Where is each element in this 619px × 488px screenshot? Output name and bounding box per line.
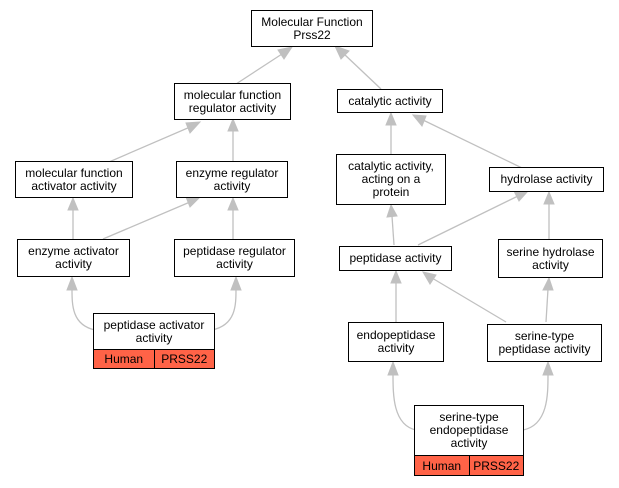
edge-catalytic-to-root: [343, 53, 382, 90]
edge-arrowhead: [230, 275, 242, 291]
go-term-enzyme-activator-node[interactable]: enzyme activator activity: [17, 239, 130, 277]
go-term-mf-activator-node[interactable]: molecular function activator activity: [15, 161, 133, 198]
edge-arrowhead: [334, 45, 350, 60]
species-label: Human: [104, 352, 144, 366]
edge-arrowhead: [421, 271, 437, 285]
edge-arrowhead: [542, 360, 554, 376]
go-term-serine-peptidase-node[interactable]: serine-type peptidase activity: [487, 324, 602, 362]
edge-arrowhead: [542, 276, 554, 291]
edge-arrowhead: [385, 111, 397, 126]
edge-serine-endopeptidase-to-endopeptidase: [392, 373, 417, 431]
edge-arrowhead: [277, 46, 294, 60]
edge-arrowhead: [227, 117, 239, 132]
edge-arrowhead: [387, 360, 399, 376]
go-term-catalytic-node[interactable]: catalytic activity: [337, 89, 443, 113]
go-term-endopeptidase-node[interactable]: endopeptidase activity: [348, 322, 444, 362]
edge-arrowhead: [67, 196, 79, 211]
go-term-serine-hydrolase-node[interactable]: serine hydrolase activity: [498, 239, 603, 278]
edge-hydrolase-to-catalytic: [422, 119, 523, 169]
gene-label[interactable]: PRSS22: [153, 350, 215, 368]
edge-serine-peptidase-to-peptidase: [431, 277, 507, 323]
go-term-catalytic-protein-node[interactable]: catalytic activity, acting on a protein: [336, 154, 446, 205]
edge-arrowhead: [185, 196, 202, 208]
edge-arrowhead: [390, 269, 402, 284]
edge-arrowhead: [411, 114, 427, 127]
gene-annotation-peptidase-activator: Human PRSS22: [93, 350, 215, 369]
edge-arrowhead: [185, 121, 202, 134]
edge-serine-endopeptidase-to-serine-peptidase: [522, 373, 549, 431]
edge-peptidase-to-hydrolase: [417, 195, 519, 246]
go-term-mf-regulator-node[interactable]: molecular function regulator activity: [174, 83, 291, 120]
go-term-root-node[interactable]: Molecular Function Prss22: [251, 10, 373, 47]
gene-annotation-serine-endopeptidase: Human PRSS22: [414, 456, 524, 476]
go-term-enzyme-regulator-node[interactable]: enzyme regulator activity: [176, 161, 288, 198]
edge-peptidase-to-catalytic-protein: [391, 215, 395, 246]
species-label: Human: [422, 458, 462, 473]
go-term-hydrolase-node[interactable]: hydrolase activity: [489, 167, 604, 192]
edge-arrowhead: [513, 190, 530, 202]
go-term-serine-endopeptidase-node[interactable]: serine-type endopeptidase activity: [414, 405, 524, 456]
edge-serine-peptidase-to-serine-hydrolase: [545, 288, 549, 323]
edge-enzyme-activator-to-enzyme-regulator: [102, 201, 191, 240]
edge-mf-regulator-to-root: [232, 53, 283, 87]
edge-mf-activator-to-mf-regulator: [108, 126, 191, 163]
edge-arrowhead: [66, 275, 78, 291]
go-term-peptidase-node[interactable]: peptidase activity: [339, 246, 452, 271]
go-term-peptidase-regulator-node[interactable]: peptidase regulator activity: [174, 239, 295, 277]
gene-label[interactable]: PRSS22: [468, 456, 524, 475]
edge-arrowhead: [227, 196, 239, 211]
edge-peptidase-activator-to-peptidase-regulator: [211, 288, 237, 331]
go-term-peptidase-activator-node[interactable]: peptidase activator activity: [93, 313, 215, 350]
edge-arrowhead: [386, 203, 398, 218]
edge-peptidase-activator-to-enzyme-activator: [71, 288, 96, 331]
edge-arrowhead: [543, 190, 555, 205]
